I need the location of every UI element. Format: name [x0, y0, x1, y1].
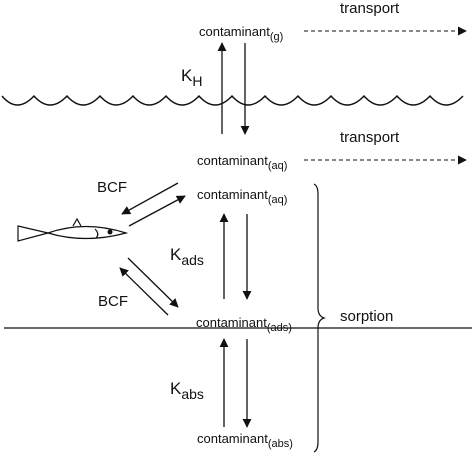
species-subscript: (abs)	[267, 438, 293, 450]
species-base: contaminant	[196, 315, 267, 330]
ads-species-label: contaminant(ads)	[196, 315, 292, 334]
sediment-aq-species-label: contaminant(aq)	[197, 187, 287, 206]
transport-water-label: transport	[340, 129, 400, 146]
species-subscript: (aq)	[267, 160, 288, 172]
curly-brace	[313, 183, 326, 453]
species-subscript: (aq)	[267, 194, 288, 206]
abs-species-label: contaminant(abs)	[197, 431, 293, 450]
species-base: contaminant	[197, 187, 268, 202]
bcf-upper-label: BCF	[97, 179, 127, 196]
water-species-label: contaminant(aq)	[197, 153, 287, 172]
constant-subscript: H	[192, 73, 203, 89]
kads-label: Kads	[170, 245, 204, 267]
species-subscript: (g)	[269, 31, 284, 43]
bcf-upper-arrow-from-fish	[128, 195, 186, 227]
species-subscript: (ads)	[266, 322, 292, 334]
fish-icon	[17, 217, 129, 242]
kh-label: KH	[181, 66, 202, 88]
constant-base: K	[170, 379, 182, 398]
constant-base: K	[170, 245, 182, 264]
constant-subscript: ads	[181, 252, 204, 268]
water-surface-wave	[1, 94, 464, 106]
species-base: contaminant	[197, 153, 268, 168]
gas-species-label: contaminant(g)	[199, 24, 283, 43]
sorption-label: sorption	[340, 308, 394, 325]
kabs-label: Kabs	[170, 379, 204, 401]
bcf-lower-label: BCF	[98, 293, 128, 310]
transport-air-label: transport	[340, 0, 400, 17]
bcf-lower-arrow-to-fish	[119, 267, 169, 316]
bcf-lower-arrow-from-fish	[127, 257, 179, 308]
constant-subscript: abs	[181, 386, 204, 402]
species-base: contaminant	[197, 431, 268, 446]
constant-base: K	[181, 66, 193, 85]
bcf-upper-arrow-to-fish	[121, 182, 179, 215]
species-base: contaminant	[199, 24, 270, 39]
